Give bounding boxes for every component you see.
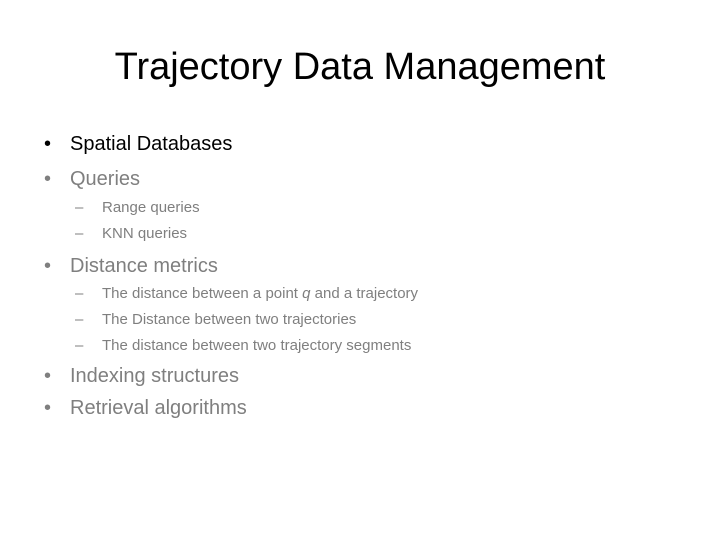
bullet-text: Retrieval algorithms (70, 397, 247, 419)
dash-marker: – (75, 199, 84, 216)
bullet-marker: • (44, 133, 52, 155)
sub-item-text: Range queries (102, 199, 200, 216)
bullet-item-spatial-databases: • Spatial Databases (44, 131, 232, 157)
sub-item-text-before: The distance between a point (102, 285, 303, 302)
sub-item-text: The Distance between two trajectories (102, 311, 357, 328)
bullet-item-retrieval-algorithms: • Retrieval algorithms (44, 395, 247, 421)
bullet-item-indexing-structures: • Indexing structures (44, 363, 239, 389)
slide-title: Trajectory Data Management (114, 46, 606, 88)
bullet-text: Indexing structures (70, 365, 239, 387)
bullet-item-distance-metrics: • Distance metrics (44, 253, 218, 279)
bullet-marker: • (44, 365, 52, 387)
sub-item-text: The distance between two trajectory segm… (102, 337, 412, 354)
dash-marker: – (75, 285, 84, 302)
sub-item-range-queries: – Range queries (75, 198, 200, 218)
sub-item-point-to-trajectory: – The distance between a point q and a tr… (75, 284, 418, 304)
sub-item-text-italic: q (302, 285, 311, 302)
dash-marker: – (75, 225, 84, 242)
bullet-marker: • (44, 168, 52, 190)
bullet-marker: • (44, 255, 52, 277)
bullet-text: Spatial Databases (70, 133, 233, 155)
sub-item-knn-queries: – KNN queries (75, 224, 187, 244)
sub-item-text-after: and a trajectory (310, 285, 419, 302)
bullet-marker: • (44, 397, 52, 419)
bullet-text: Queries (70, 168, 141, 190)
bullet-text: Distance metrics (70, 255, 218, 277)
sub-item-two-trajectories: – The Distance between two trajectories (75, 310, 356, 330)
dash-marker: – (75, 311, 84, 328)
bullet-item-queries: • Queries (44, 166, 140, 192)
dash-marker: – (75, 337, 84, 354)
sub-item-two-segments: – The distance between two trajectory seg… (75, 336, 411, 356)
sub-item-text: KNN queries (102, 225, 188, 242)
